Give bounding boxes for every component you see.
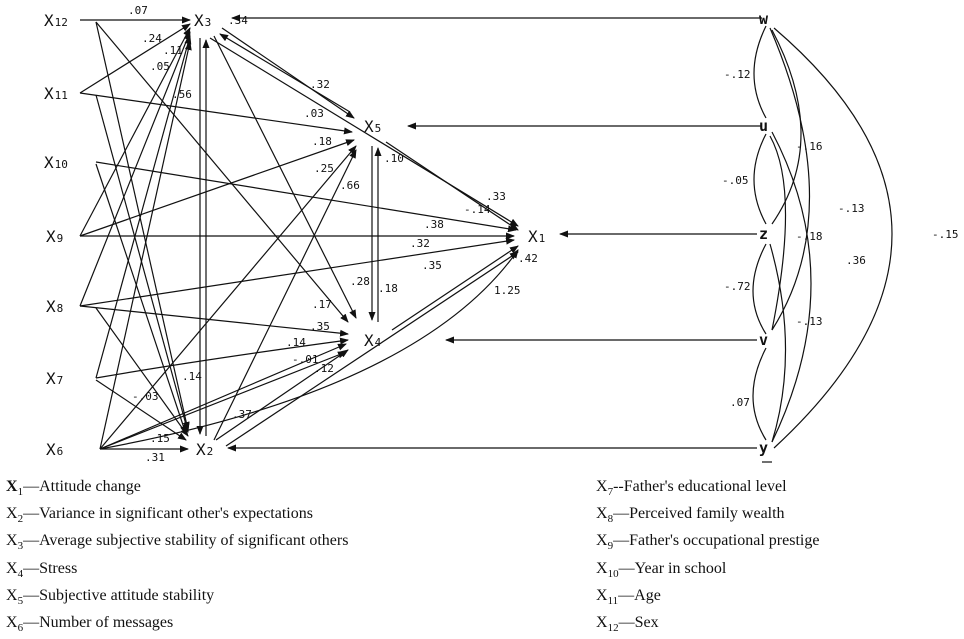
coef-15: .15 (150, 432, 170, 445)
coef-14a: .14 (286, 336, 306, 349)
coef-35: .35 (422, 259, 442, 272)
coef-03: .03 (304, 107, 324, 120)
coef-18b: .18 (378, 282, 398, 295)
legend-x2: X2—Variance in significant other's expec… (6, 505, 313, 526)
legend-x10: X10—Year in school (596, 559, 727, 580)
path-coefficients: .07 .24 .11 .05 .56 .34 .32 .03 .18 .25 … (128, 4, 538, 464)
coef-32: .32 (310, 78, 330, 91)
residual-y: y (759, 439, 768, 457)
coef-38: .38 (424, 218, 444, 231)
node-x11: X11 (44, 84, 68, 103)
residual-correlations (752, 25, 893, 449)
node-x3: X3 (194, 11, 211, 30)
coef-34: .34 (228, 14, 248, 27)
legend-right: X7--Father's educational level X8—Percei… (596, 476, 819, 639)
coef-m01: -.01 (292, 353, 319, 366)
legend-x4: X4—Stress (6, 559, 78, 580)
legend-x3: X3—Average subjective stability of signi… (6, 532, 349, 553)
node-x9: X9 (46, 227, 63, 246)
legend-x8: X8—Perceived family wealth (596, 505, 785, 526)
rcoef-m72: -.72 (724, 280, 751, 293)
endogenous-paths (196, 27, 519, 447)
coef-18a: .18 (312, 135, 332, 148)
residual-v: v (759, 331, 768, 349)
coef-35b: .35 (310, 320, 330, 333)
coef-31: .31 (145, 451, 165, 464)
rcoef-36: .36 (846, 254, 866, 267)
residual-w: w (759, 10, 769, 28)
coef-11: .11 (163, 44, 183, 57)
legend-x6: X6—Number of messages (6, 613, 174, 635)
rcoef-07: .07 (730, 396, 750, 409)
coef-125: 1.25 (494, 284, 521, 297)
coef-56: .56 (172, 88, 192, 101)
rcoef-m12: -.12 (724, 68, 751, 81)
legend-x9: X9—Father's occupational prestige (596, 532, 820, 553)
coef-m03: -.03 (132, 390, 159, 403)
legend-x11: X11—Age (596, 586, 661, 607)
residual-coefficients: -.12 -.16 -.05 -.13 -.18 .36 -.15 -.72 -… (722, 68, 959, 409)
node-x1: X1 (528, 227, 545, 246)
coef-66: .66 (340, 179, 360, 192)
coef-14b: .14 (182, 370, 202, 383)
legend-x1: X1—Attitude change (6, 478, 141, 499)
path-diagram: X12 X11 X10 X9 X8 X7 X6 X3 X5 X4 X2 X1 w… (44, 4, 959, 464)
coef-28: .28 (350, 275, 370, 288)
coef-12: .12 (314, 362, 334, 375)
node-x5: X5 (364, 117, 381, 136)
exogenous-paths (79, 16, 519, 453)
node-labels: X12 X11 X10 X9 X8 X7 X6 X3 X5 X4 X2 X1 (44, 11, 545, 459)
coef-17: .17 (312, 298, 332, 311)
coef-32b: .32 (410, 237, 430, 250)
coef-10: .10 (384, 152, 404, 165)
coef-33: .33 (486, 190, 506, 203)
legend-x12: X12—Sex (596, 613, 659, 635)
node-x6: X6 (46, 440, 63, 459)
coef-42: .42 (518, 252, 538, 265)
coef-37: .37 (232, 408, 252, 421)
coef-m14: -.14 (464, 203, 491, 216)
rcoef-m13b: -.13 (796, 315, 823, 328)
rcoef-m05: -.05 (722, 174, 749, 187)
coef-24: .24 (142, 32, 162, 45)
node-x7: X7 (46, 369, 63, 388)
coef-25: .25 (314, 162, 334, 175)
coef-05: .05 (150, 60, 170, 73)
node-x4: X4 (364, 331, 382, 350)
legend-x7: X7--Father's educational level (596, 478, 787, 499)
node-x10: X10 (44, 153, 68, 172)
coef-07: .07 (128, 4, 148, 17)
node-x8: X8 (46, 297, 63, 316)
residual-u: u (759, 117, 768, 135)
residual-labels: w u z v y (759, 10, 769, 457)
legend-x5: X5—Subjective attitude stability (6, 586, 215, 607)
rcoef-m16: -.16 (796, 140, 823, 153)
residual-z: z (759, 225, 768, 243)
legend-left: X1—Attitude change X2—Variance in signif… (6, 476, 348, 639)
node-x2: X2 (196, 440, 213, 459)
rcoef-m13: -.13 (838, 202, 865, 215)
rcoef-m18: -.18 (796, 230, 823, 243)
node-x12: X12 (44, 11, 68, 30)
residual-arrows (227, 14, 762, 452)
rcoef-m15: -.15 (932, 228, 959, 241)
